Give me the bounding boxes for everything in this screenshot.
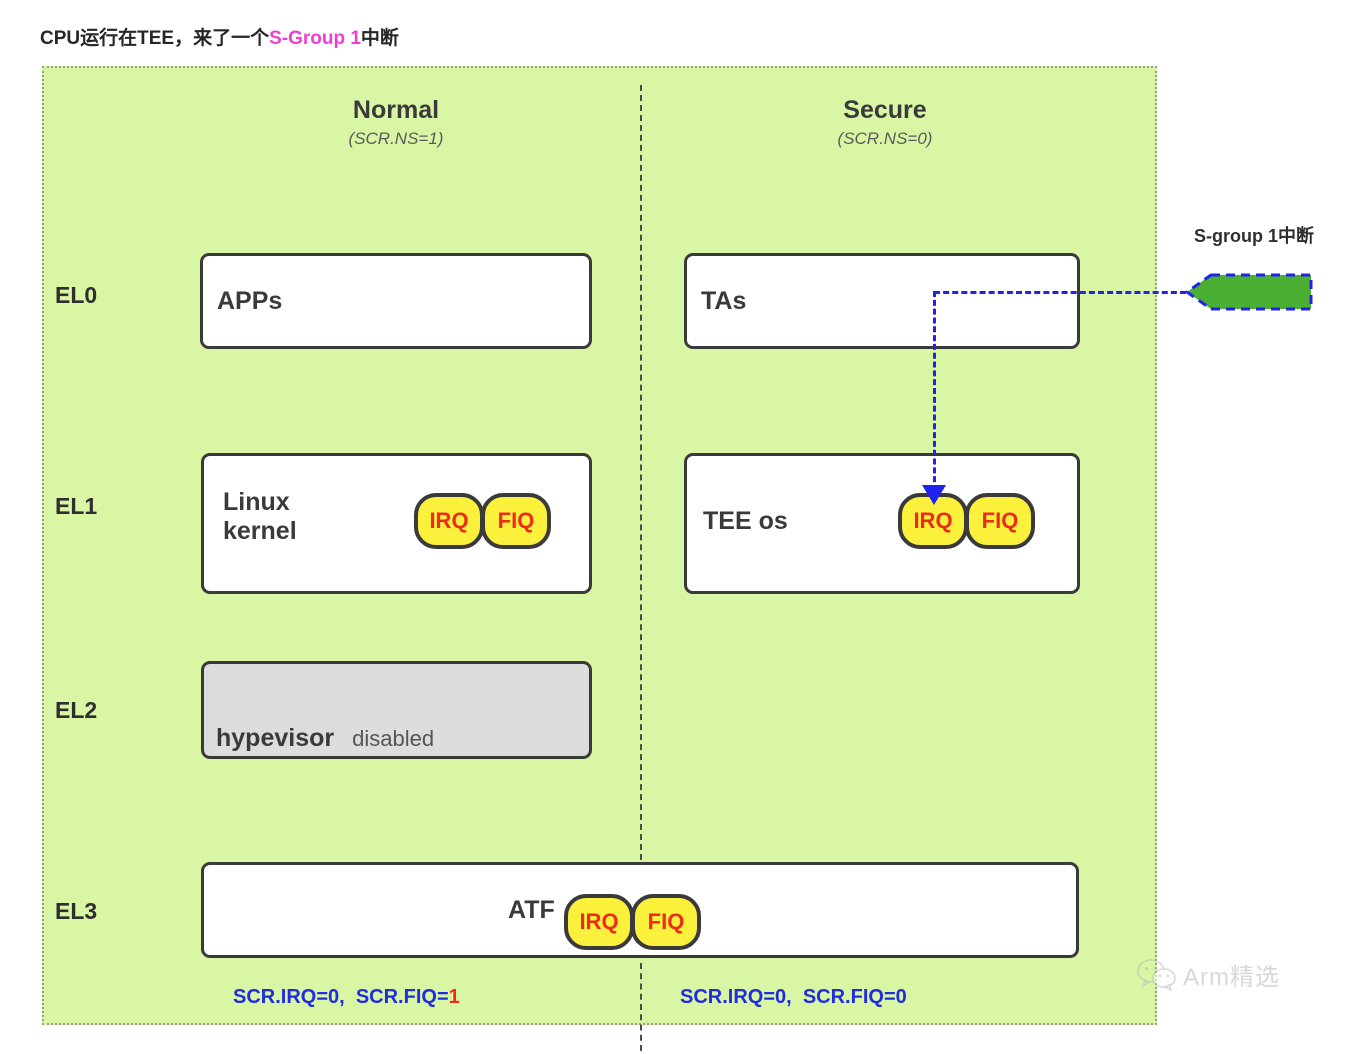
title-prefix: CPU运行在TEE，来了一个 (40, 28, 270, 49)
interrupt-route-arrowhead-icon (922, 485, 946, 505)
world-divider-lower (640, 963, 642, 1051)
pill-group-atf: IRQ FIQ (564, 894, 701, 950)
column-title-secure: Secure (843, 96, 927, 124)
footer-scr-normal: SCR.IRQ=0, SCR.FIQ=1 (233, 986, 460, 1009)
box-apps: APPs (200, 253, 592, 349)
title-suffix: 中断 (360, 28, 399, 49)
footer-scr-fiq-secure-value: 0 (895, 986, 907, 1008)
watermark: Arm精选 (1137, 957, 1280, 992)
interrupt-route-horizontal (934, 291, 1186, 294)
box-atf-label: ATF (508, 896, 555, 924)
wechat-logo-icon (1137, 958, 1176, 992)
footer-scr-irq-normal: SCR.IRQ=0, (233, 986, 345, 1008)
pill-irq-linux: IRQ (414, 493, 484, 549)
column-condition-normal: (SCR.NS=1) (348, 128, 444, 148)
exception-level-label-el3: EL3 (55, 898, 98, 924)
pill-group-linux-kernel: IRQ FIQ (414, 493, 551, 549)
incoming-interrupt-label: S-group 1中断 (1194, 226, 1314, 246)
box-tas: TAs (684, 253, 1080, 349)
incoming-interrupt-arrow-icon (1185, 273, 1313, 311)
box-linux-kernel-label: Linux kernel (223, 488, 297, 545)
pill-fiq-tee: FIQ (965, 493, 1035, 549)
interrupt-route-vertical (933, 291, 936, 491)
box-linux-kernel: Linux kernel (201, 453, 592, 594)
column-header-normal: Normal (SCR.NS=1) (246, 96, 546, 149)
world-divider-upper (640, 85, 642, 860)
watermark-text: Arm精选 (1183, 964, 1280, 991)
column-header-secure: Secure (SCR.NS=0) (735, 96, 1035, 149)
exception-level-label-el1: EL1 (55, 493, 98, 519)
box-hypervisor-label: hypevisor disabled (216, 695, 434, 753)
column-title-normal: Normal (352, 96, 440, 124)
box-hypervisor-state: disabled (352, 725, 435, 751)
box-tee-os-label: TEE os (703, 507, 788, 535)
footer-scr-fiq-secure-prefix: SCR.FIQ= (802, 986, 896, 1008)
pill-group-tee-os: IRQ FIQ (898, 493, 1035, 549)
box-tas-label: TAs (701, 287, 747, 315)
footer-scr-fiq-normal-value: 1 (448, 986, 460, 1008)
pill-fiq-linux: FIQ (481, 493, 551, 549)
exception-level-label-el0: EL0 (55, 282, 98, 308)
box-hypervisor: hypevisor disabled (201, 661, 592, 759)
box-tee-os: TEE os (684, 453, 1080, 594)
pill-irq-atf: IRQ (564, 894, 634, 950)
box-apps-label: APPs (217, 287, 283, 315)
footer-scr-fiq-normal-prefix: SCR.FIQ= (355, 986, 449, 1008)
pill-fiq-atf: FIQ (631, 894, 701, 950)
box-hypervisor-name: hypevisor (216, 723, 335, 752)
exception-level-label-el2: EL2 (55, 697, 98, 723)
footer-scr-secure: SCR.IRQ=0, SCR.FIQ=0 (680, 986, 907, 1009)
column-condition-secure: (SCR.NS=0) (837, 128, 933, 148)
footer-scr-irq-secure: SCR.IRQ=0, (680, 986, 792, 1008)
title-highlight: S-Group 1 (269, 28, 361, 49)
page-title: CPU运行在TEE，来了一个S-Group 1中断 (40, 23, 399, 50)
